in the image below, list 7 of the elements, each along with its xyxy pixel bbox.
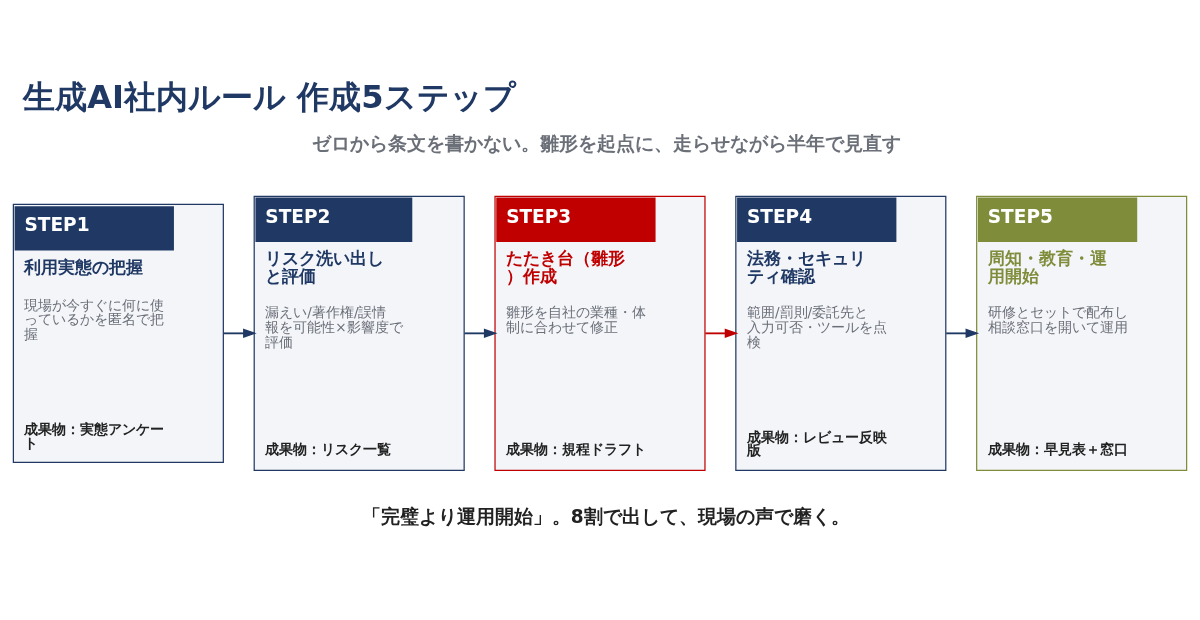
arrow [222, 328, 257, 338]
arrow [704, 328, 739, 338]
diagram-title: 生成AI社内ルール 作成5ステップ [23, 77, 516, 116]
arrow [945, 328, 980, 338]
label: 「完璧より運用開始」。8割で出して、現場の声で磨く。 [361, 505, 850, 527]
arrow [463, 328, 498, 338]
label: ゼロから条文を書かない。雛形を起点に、走らせながら半年で見直す [312, 132, 902, 154]
